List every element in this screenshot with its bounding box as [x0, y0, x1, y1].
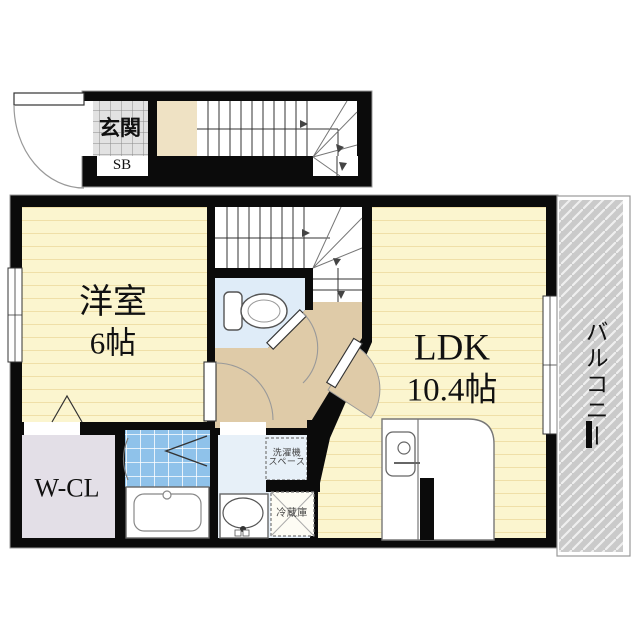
- ldk-door-leaf: [325, 337, 364, 389]
- room-label-ldk: LDK: [413, 327, 491, 369]
- bath-folding-door: [163, 435, 208, 467]
- room-label-western-room: 洋室: [79, 284, 147, 322]
- wcl-folding-door: [51, 394, 83, 423]
- stair-landing: [157, 101, 197, 156]
- bathtub-icon: [125, 486, 210, 539]
- room-size-western-room: 6帖: [89, 325, 137, 361]
- toilet-door-leaf: [266, 309, 307, 350]
- washer-label-line2: スペース: [268, 457, 306, 467]
- main-stair-winder-lines: [312, 206, 363, 269]
- fridge-nook-wall: [266, 480, 320, 492]
- stair-direction-arrows-main: [302, 229, 345, 299]
- main-stair-treads: [215, 207, 362, 302]
- powder-ldk-wall: [307, 420, 320, 492]
- balcony-window: [542, 295, 558, 435]
- balcony-floor: [559, 200, 623, 552]
- entrance-door-swing-arc: [13, 104, 85, 189]
- washbasin-icon: [219, 493, 269, 539]
- fixture-label-refrigerator: 冷蔵庫: [276, 507, 308, 519]
- powder-room-opening: [220, 422, 266, 435]
- washer-space-box: [265, 437, 308, 481]
- western-room-floor: [22, 207, 207, 422]
- ldk-door-swing-arc: [327, 345, 381, 419]
- upper-stair-winder-lines: [312, 100, 358, 177]
- balcony-divider-mark: [586, 421, 592, 448]
- fixture-label-washer-space: 洗濯機 スペース: [268, 447, 306, 468]
- refrigerator-box: [270, 491, 315, 537]
- entrance-stair-block: [13, 90, 373, 189]
- kitchen-sink-icon: [385, 431, 416, 477]
- balcony-block: [556, 195, 631, 557]
- shoe-box-area: [97, 156, 148, 176]
- stair-direction-arrows-top: [300, 120, 347, 171]
- room-label-shoe-box: SB: [112, 157, 132, 174]
- winder-steps-top: [313, 156, 358, 176]
- western-room-door-swing-arc: [215, 362, 274, 421]
- kitchen-wall-stub: [420, 478, 434, 540]
- shower-door-curve: [122, 437, 129, 481]
- bathroom-tile-floor: [125, 430, 210, 487]
- room-label-walk-in-closet: W-CL: [34, 473, 100, 503]
- western-room-window: [7, 267, 23, 363]
- entrance-tile-floor: [93, 101, 148, 156]
- western-room-door-leaf: [203, 361, 217, 422]
- hallway-floor: [215, 302, 362, 428]
- washer-label-line1: 洗濯機: [272, 447, 302, 458]
- entrance-door-leaf: [13, 92, 85, 106]
- walk-in-closet-floor: [22, 435, 115, 538]
- wcl-opening: [24, 422, 80, 435]
- room-size-ldk: 10.4帖: [406, 372, 498, 409]
- main-floor-block: [7, 194, 559, 549]
- toilet-icon: [223, 291, 288, 331]
- kitchen-counter: [381, 418, 495, 541]
- room-label-balcony: バルコニー: [582, 320, 608, 450]
- room-label-entrance: 玄関: [99, 115, 141, 140]
- entrance-opening: [76, 101, 93, 156]
- toilet-door-swing-arc: [302, 312, 319, 384]
